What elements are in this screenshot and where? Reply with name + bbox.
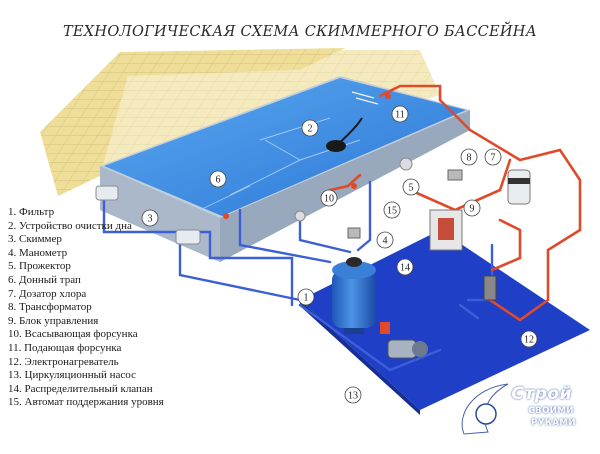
legend-item: 11. Подающая форсунка [8,342,208,356]
legend-item: 14. Распределительный клапан [8,383,208,397]
callout-15: 15 [383,201,401,219]
callout-number: 1 [304,293,309,304]
legend-item: 9. Блок управления [8,315,208,329]
legend-item-label: 4. Манометр [8,246,68,259]
legend-item-label: 9. Блок управления [8,314,99,327]
callout-circle [344,386,362,404]
callout-number: 3 [148,214,153,225]
legend-item-label: 11. Подающая форсунка [8,341,122,354]
callout-circle [484,148,502,166]
legend-item: 7. Дозатор хлора [8,288,208,302]
callout-number: 9 [470,204,475,215]
callout-9: 9 [463,199,481,217]
callout-number: 11 [395,110,405,121]
callout-number: 13 [348,391,358,402]
legend-item-label: 12. Электронагреватель [8,355,119,368]
callout-4: 4 [376,231,394,249]
legend-item-label: 10. Всасывающая форсунка [8,328,138,341]
legend-item-label: 5. Прожектор [8,260,71,273]
legend-item-label: 3. Скиммер [8,233,62,246]
callout-number: 15 [387,206,397,217]
callout-circle [209,170,227,188]
callout-circle [141,209,159,227]
floodlight [294,157,413,222]
callout-number: 2 [308,124,313,135]
watermark-line2: РУКАМИ [531,418,576,428]
callout-number: 4 [383,236,388,247]
legend-item: 10. Всасывающая форсунка [8,328,208,342]
control-unit [347,169,463,251]
callout-7: 7 [484,148,502,166]
callout-11: 11 [391,105,409,123]
legend-item: 6. Донный трап [8,274,208,288]
callout-number: 12 [524,335,534,346]
callout-circle [463,199,481,217]
legend-item-label: 8. Трансформатор [8,301,92,314]
callout-14: 14 [396,258,414,276]
watermark-brand: Строй [511,384,572,404]
callout-2: 2 [301,119,319,137]
callout-number: 14 [400,263,410,274]
callout-circle [402,178,420,196]
callout-circle [383,201,401,219]
callout-number: 10 [324,194,334,205]
legend-item-label: 14. Распределительный клапан [8,382,153,395]
heater [483,275,497,301]
callout-circle [376,231,394,249]
legend-item: 3. Скиммер [8,233,208,247]
circulation-pump [380,322,428,359]
callout-circle [520,330,538,348]
callout-13: 13 [344,386,362,404]
callout-8: 8 [460,148,478,166]
callout-circle [297,288,315,306]
legend-item: 5. Прожектор [8,260,208,274]
diagram-title: ТЕХНОЛОГИЧЕСКАЯ СХЕМА СКИММЕРНОГО БАССЕЙ… [62,24,538,40]
callout-number: 8 [467,153,472,164]
supply-pipes [328,84,582,322]
callout-circle [460,148,478,166]
legend-item-label: 13. Циркуляционный насос [8,369,136,382]
legend-item: 8. Трансформатор [8,301,208,315]
watermark-line1: СВОИМИ [528,406,574,416]
callout-3: 3 [141,209,159,227]
watermark-logo: Строй СВОИМИ РУКАМИ [446,374,586,444]
callout-number: 7 [491,153,496,164]
bottom-cleaner [326,117,363,152]
callout-circle [396,258,414,276]
legend-item-label: 15. Автомат поддержания уровня [8,396,164,409]
nozzles [223,93,391,219]
legend-item: 4. Манометр [8,247,208,261]
callout-12: 12 [520,330,538,348]
legend-item-label: 1. Фильтр [8,206,55,218]
chlorine-dispenser [507,169,531,205]
legend-item: 2. Устройство очистки дна [8,220,208,234]
watermark-swoosh-icon [461,383,509,435]
skimmer [95,185,201,245]
callout-circle [391,105,409,123]
callout-10: 10 [320,189,338,207]
legend-item: 12. Электронагреватель [8,356,208,370]
legend-item-label: 2. Устройство очистки дна [8,219,132,232]
filter-tank [332,257,376,334]
callout-circle [320,189,338,207]
callout-1: 1 [297,288,315,306]
legend-item-label: 6. Донный трап [8,273,81,286]
callout-5: 5 [402,178,420,196]
return-pipes [102,180,494,372]
legend-item: 13. Циркуляционный насос [8,369,208,383]
callout-number: 5 [409,183,414,194]
callout-circle [301,119,319,137]
legend-item: 1. Фильтр [8,206,208,220]
legend-item-label: 7. Дозатор хлора [8,287,87,300]
callout-number: 6 [216,175,221,186]
callout-6: 6 [209,170,227,188]
legend-item: 15. Автомат поддержания уровня [8,396,208,410]
